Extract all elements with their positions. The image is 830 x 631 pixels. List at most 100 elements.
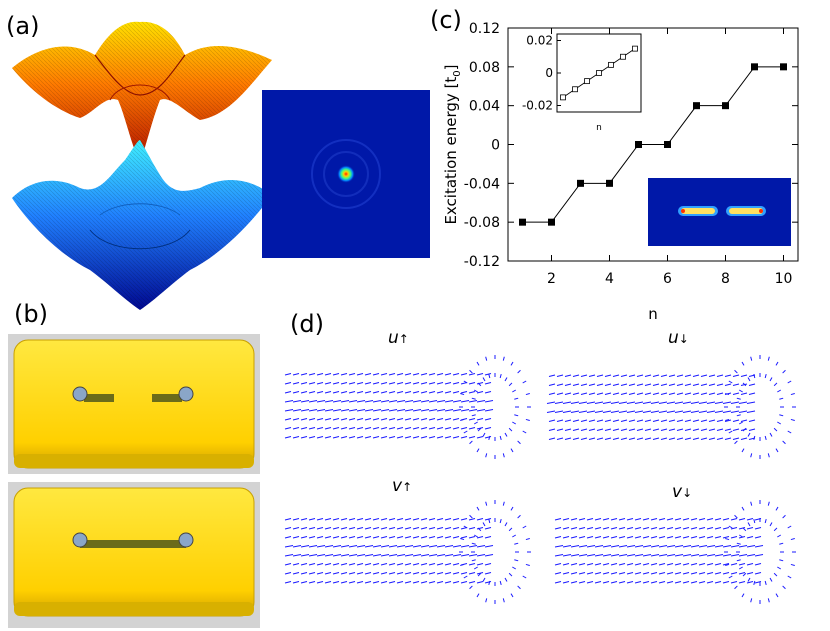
- vector-arrow: [682, 554, 692, 557]
- vector-arrow: [324, 536, 332, 539]
- vector-arrow: [436, 427, 444, 430]
- x-tick-label: 4: [605, 271, 614, 287]
- vector-arrow: [404, 572, 412, 575]
- vector-arrow: [380, 581, 388, 584]
- vector-arrow: [602, 581, 610, 584]
- vector-arrow: [436, 545, 446, 548]
- vector-arrow: [504, 377, 508, 382]
- vector-arrow: [658, 518, 666, 521]
- vector-arrow: [396, 382, 404, 385]
- vector-arrow: [650, 554, 660, 557]
- vector-arrow: [388, 545, 398, 548]
- vector-arrow: [412, 518, 420, 521]
- vector-arrow: [626, 536, 634, 539]
- vector-arrow: [698, 518, 706, 521]
- vector-arrow: [722, 545, 732, 548]
- vector-arrow: [484, 536, 492, 539]
- vector-arrow: [700, 392, 708, 395]
- vector-arrow: [754, 527, 762, 530]
- vector-arrow: [682, 518, 690, 521]
- vector-arrow: [332, 427, 340, 430]
- vector-arrow: [284, 518, 292, 521]
- vector-arrow: [684, 374, 692, 377]
- vector-arrow: [628, 419, 636, 422]
- vector-arrow: [740, 383, 748, 386]
- vector-arrow: [722, 563, 730, 566]
- vector-arrow: [666, 572, 674, 575]
- vector-arrow: [463, 525, 468, 529]
- vector-arrow: [404, 527, 412, 530]
- vector-arrow: [484, 563, 492, 566]
- vector-arrow: [706, 554, 716, 557]
- vector-arrow: [300, 382, 308, 385]
- vector-arrow: [420, 545, 430, 548]
- x-tick-label: 8: [721, 271, 730, 287]
- vector-arrow: [767, 356, 770, 361]
- vector-arrow: [364, 373, 372, 376]
- vector-arrow: [578, 554, 588, 557]
- vector-arrow: [428, 563, 436, 566]
- vector-arrow: [738, 572, 746, 575]
- vector-arrow: [730, 572, 738, 575]
- vector-arrow: [716, 419, 724, 422]
- vector-arrow: [790, 563, 795, 566]
- vector-arrow: [364, 382, 372, 385]
- vector-arrow: [716, 383, 724, 386]
- vector-arrow: [698, 563, 706, 566]
- vector-arrow: [308, 581, 316, 584]
- vector-arrow: [436, 563, 444, 566]
- vector-arrow: [452, 536, 460, 539]
- vector-arrow: [284, 391, 292, 394]
- vector-arrow: [730, 536, 738, 539]
- vector-arrow: [324, 436, 332, 439]
- vector-arrow: [525, 418, 530, 421]
- vector-arrow: [750, 501, 753, 506]
- y-tick-label: 0.08: [469, 60, 500, 76]
- vector-arrow: [747, 432, 751, 437]
- vector-arrow: [698, 545, 708, 548]
- vector-arrow: [666, 410, 676, 413]
- vector-arrow: [777, 421, 782, 425]
- vector-arrow: [764, 435, 767, 440]
- vector-arrow: [452, 391, 460, 394]
- vector-arrow: [642, 563, 650, 566]
- vector-arrow: [484, 572, 492, 575]
- vector-arrow: [364, 418, 372, 421]
- vector-arrow: [477, 382, 482, 387]
- vector-arrow: [300, 554, 310, 557]
- y-tick-label: 0.04: [469, 99, 500, 115]
- vector-arrow: [444, 572, 452, 575]
- vector-arrow: [610, 518, 618, 521]
- vector-arrow: [412, 536, 420, 539]
- vector-arrow: [570, 581, 578, 584]
- vector-arrow: [364, 545, 374, 548]
- vector-arrow: [300, 572, 308, 575]
- vector-arrow: [546, 410, 556, 413]
- vector-arrow: [292, 581, 300, 584]
- vector-arrow: [773, 527, 778, 532]
- vector-arrow: [292, 545, 302, 548]
- vector-arrow: [724, 419, 732, 422]
- vector-arrow: [790, 538, 795, 541]
- vector-arrow: [356, 581, 364, 584]
- vector-arrow: [706, 527, 714, 530]
- vector-arrow: [388, 400, 398, 403]
- vector-arrow: [316, 436, 324, 439]
- data-point: [548, 218, 555, 226]
- vector-arrow: [732, 392, 740, 395]
- vector-arrow: [714, 518, 722, 521]
- vector-arrow: [594, 554, 604, 557]
- vector-arrow: [485, 356, 488, 361]
- vector-arrow: [594, 536, 602, 539]
- vector-arrow: [690, 545, 700, 548]
- vector-arrow: [706, 581, 714, 584]
- vector-arrow: [724, 437, 732, 440]
- vector-arrow: [548, 428, 556, 431]
- inset-y-tick-label: -0.02: [522, 99, 553, 113]
- vector-arrow: [650, 527, 658, 530]
- vector-arrow: [388, 536, 396, 539]
- vector-arrow: [372, 382, 380, 385]
- vector-arrow: [364, 536, 372, 539]
- y-tick-label: -0.12: [464, 254, 500, 270]
- vector-arrow: [468, 572, 476, 575]
